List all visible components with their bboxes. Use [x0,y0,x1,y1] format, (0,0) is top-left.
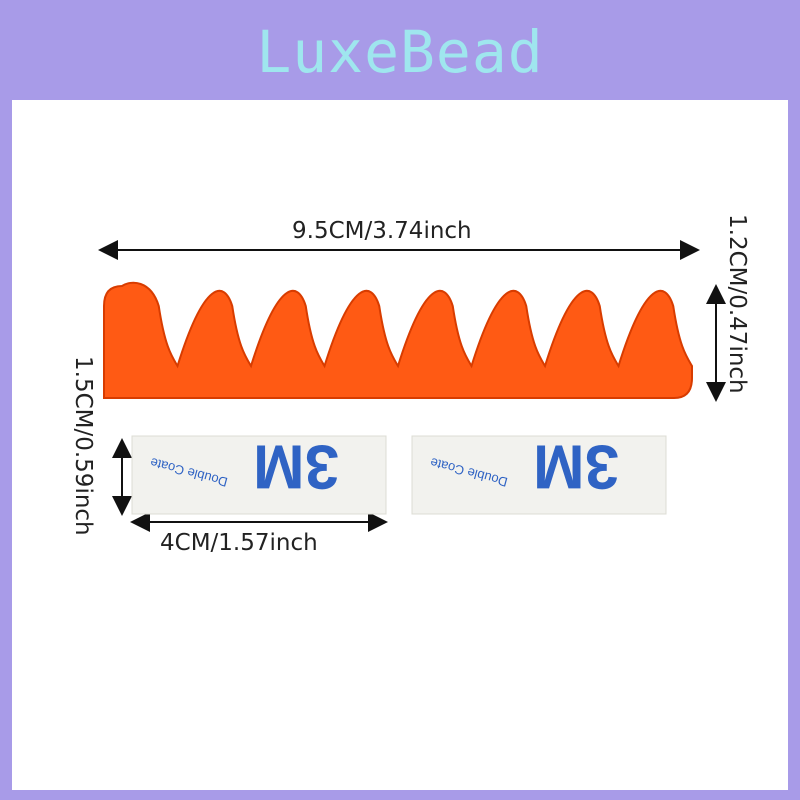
height-label: 1.2CM/0.47inch [724,214,750,394]
tape-height-label: 1.5CM/0.59inch [70,356,96,536]
tape-length-label: 4CM/1.57inch [160,530,318,556]
cable-comb [103,281,693,399]
adhesive-tape-2: 3M Double Coate [411,432,667,515]
adhesive-tape-1: 3M Double Coate [131,432,387,515]
length-label: 9.5CM/3.74inch [292,218,472,244]
brand-title: LuxeBead [256,18,544,86]
tape-logo: 3M [533,432,619,501]
tape-logo: 3M [253,432,339,501]
